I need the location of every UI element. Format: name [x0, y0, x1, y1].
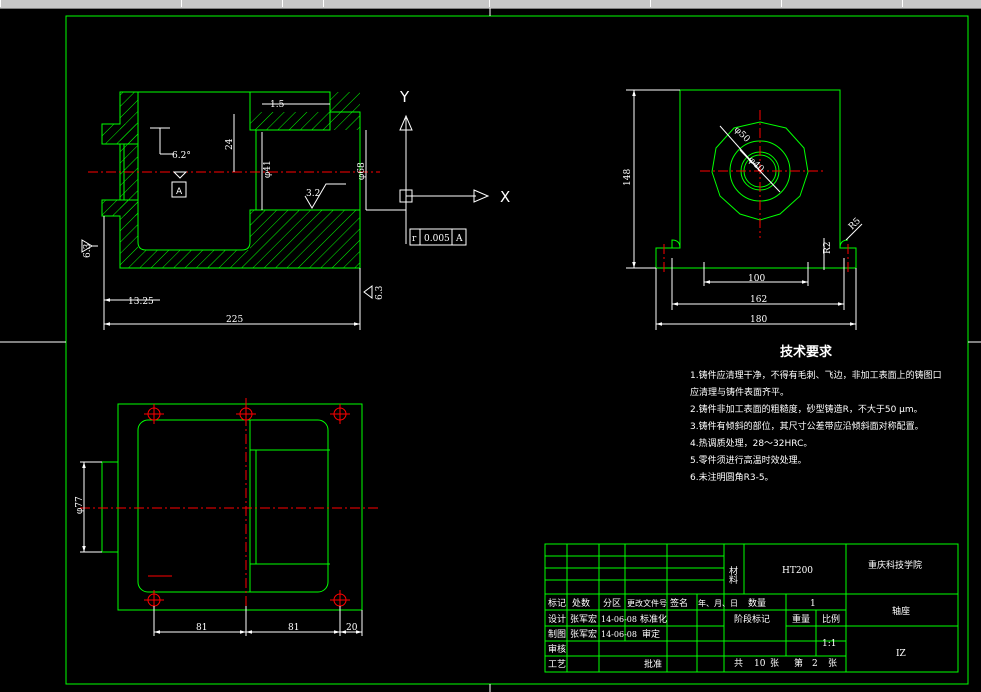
axis-x-label: X: [500, 188, 510, 206]
tb-cell: 更改文件号: [627, 598, 667, 608]
tb-material: HT200: [782, 566, 813, 576]
tb-cell: 第: [794, 657, 803, 669]
tech-item: 5.零件须进行高温时效处理。: [690, 454, 807, 466]
dim-text: 225: [226, 315, 243, 325]
tb-material-label: 材料: [727, 565, 738, 585]
tb-cell: 张军宏: [570, 628, 597, 640]
dim-text: 81: [288, 623, 299, 633]
tb-cell: 14-06-08: [601, 630, 637, 639]
tech-item: 2.铸件非加工表面的粗糙度，砂型铸造R，不大于50 μm。: [690, 403, 923, 415]
tb-cell: 签名: [670, 597, 688, 609]
tb-cell: 标记: [548, 597, 566, 609]
dim-text: 20: [346, 623, 358, 633]
tb-cell: 标准化: [640, 613, 667, 625]
dim-text: φ50: [732, 125, 752, 145]
dim-text: 6.2°: [172, 151, 191, 161]
sheet-border: [65, 15, 969, 685]
tb-cell: 重量: [792, 613, 810, 625]
tb-code: IZ: [896, 649, 906, 659]
tb-cell: 数量: [748, 597, 766, 609]
tb-cell: 张: [770, 658, 779, 669]
dim-text: 24: [225, 138, 235, 150]
dim-text: 1.5: [270, 100, 285, 110]
tech-item: 应清理与铸件表面齐平。: [690, 386, 789, 398]
tb-cell: 1:1: [822, 639, 836, 649]
front-view: [81, 91, 490, 330]
dim-text: 81: [196, 623, 207, 633]
dim-text: 162: [750, 295, 767, 305]
tb-cell: 审定: [642, 628, 660, 640]
tolerance-datum: A: [455, 234, 463, 244]
dim-text: 180: [750, 315, 767, 325]
dim-text: 13.25: [128, 297, 154, 307]
tech-item: 3.铸件有倾斜的部位，其尺寸公差带应沿倾斜面对称配置。: [690, 420, 924, 432]
dim-text: 148: [623, 169, 633, 186]
tech-item: 1.铸件应清理干净，不得有毛刺、飞边，非加工表面上的铸图口: [690, 369, 942, 381]
dim-text: R5: [847, 216, 863, 232]
tb-cell: 14-06-08: [601, 615, 637, 624]
dim-text: φ41: [263, 160, 273, 178]
title-block: [544, 543, 959, 673]
tolerance-value: 0.005: [424, 234, 450, 244]
dim-text: 6.3: [83, 243, 93, 258]
dim-text: 3.2: [306, 189, 320, 199]
axis-y-label: Y: [399, 88, 410, 106]
tb-cell: 2: [812, 659, 818, 669]
tb-cell: 批准: [644, 658, 662, 670]
tb-cell: 张军宏: [570, 613, 597, 625]
dim-text: φ68: [357, 162, 367, 180]
tech-title: 技术要求: [780, 344, 833, 360]
tech-item: 4.热调质处理，28～32HRC。: [690, 437, 812, 449]
dim-text: R2: [823, 241, 833, 254]
tb-cell: 设计: [548, 613, 566, 625]
tb-cell: 分区: [603, 598, 621, 609]
tb-part-name: 轴座: [892, 605, 910, 617]
datum-label: A: [176, 187, 183, 197]
datum-box-a: [171, 181, 187, 198]
tb-cell: 10: [754, 659, 766, 669]
tolerance-symbol: r: [412, 234, 417, 244]
toolbar-segment[interactable]: [902, 0, 981, 7]
tb-school: 重庆科技学院: [868, 559, 922, 571]
dim-text: φ77: [75, 496, 85, 514]
tb-cell: 年、月、日: [698, 598, 738, 608]
tb-cell: 制图: [548, 628, 566, 640]
tb-cell: 1: [810, 599, 816, 609]
dim-text: 6.3: [375, 285, 385, 300]
tech-item: 6.未注明圆角R3-5。: [690, 471, 774, 483]
tb-cell: 处数: [572, 597, 590, 609]
tb-cell: 张: [828, 658, 837, 669]
tb-cell: 审核: [548, 643, 566, 655]
side-view: [626, 89, 863, 330]
tb-cell: 工艺: [548, 659, 566, 670]
dim-text: 100: [748, 274, 765, 284]
tb-cell: 比例: [822, 613, 840, 625]
tb-cell: 共: [734, 658, 743, 669]
dim-text: φ40: [746, 155, 766, 175]
tb-cell: 阶段标记: [734, 613, 770, 625]
tolerance-frame: [409, 228, 467, 246]
top-view: [80, 398, 380, 636]
